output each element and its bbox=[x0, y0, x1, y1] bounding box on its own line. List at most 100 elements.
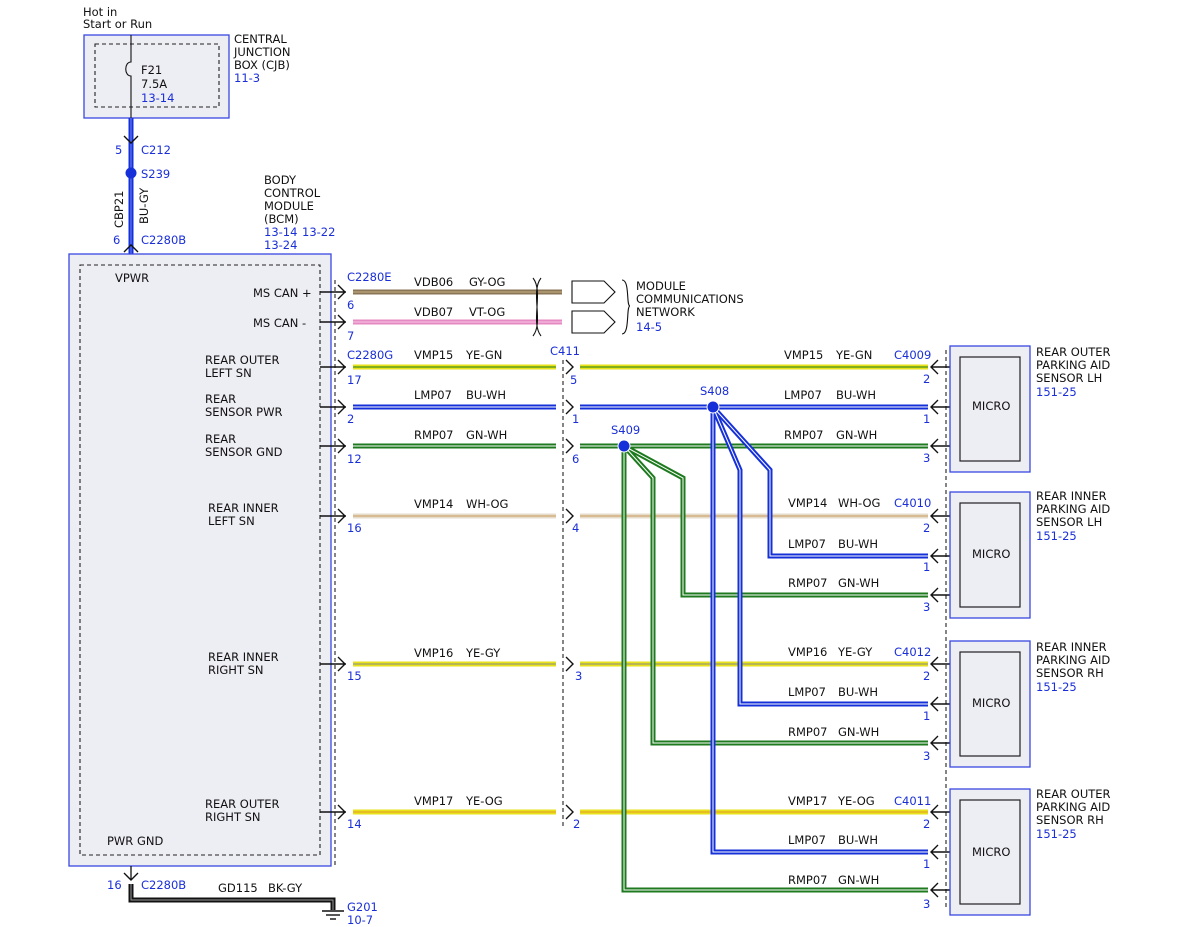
c4012-label[interactable]: C4012 bbox=[894, 645, 931, 659]
bcm-ms-can-plus: MS CAN + bbox=[253, 286, 312, 300]
fuse-ref[interactable]: 13-14 bbox=[141, 91, 174, 105]
s408-splice-dot bbox=[706, 400, 720, 414]
s4-pin-sig: 2 bbox=[923, 817, 930, 831]
vdb06-label: VDB06 bbox=[414, 275, 453, 289]
c411-pin-rir: 3 bbox=[575, 669, 582, 683]
cbp21-color: BU-GY bbox=[137, 187, 151, 224]
sensor-2-ref[interactable]: 151-25 bbox=[1036, 529, 1077, 543]
cjb-name-2: JUNCTION bbox=[233, 45, 291, 59]
network-ref[interactable]: 14-5 bbox=[636, 320, 662, 334]
bcm-ror-1: REAR OUTER bbox=[205, 797, 280, 811]
vmp17-color-b: YE-OG bbox=[837, 794, 875, 808]
c411-label[interactable]: C411 bbox=[550, 344, 580, 358]
s408-label[interactable]: S408 bbox=[700, 384, 729, 398]
vdb07-color: VT-OG bbox=[469, 305, 505, 319]
sensor-3-ref[interactable]: 151-25 bbox=[1036, 680, 1077, 694]
c4010-label[interactable]: C4010 bbox=[894, 496, 931, 510]
bcm-pin-rsg: 12 bbox=[347, 452, 362, 466]
vmp16-label-b: VMP16 bbox=[788, 645, 827, 659]
bcm-pwr-gnd: PWR GND bbox=[107, 834, 163, 848]
c411-pin-ril: 4 bbox=[572, 521, 579, 535]
s409-splice-dot bbox=[617, 439, 631, 453]
c411-pin-ror: 2 bbox=[573, 817, 580, 831]
vmp14-label-b: VMP14 bbox=[788, 496, 827, 510]
s239-splice-dot bbox=[125, 167, 137, 179]
sensor-4-name-2: PARKING AID bbox=[1036, 800, 1110, 814]
sensor-4-ref[interactable]: 151-25 bbox=[1036, 827, 1077, 841]
sensor-2-name-3: SENSOR LH bbox=[1036, 515, 1102, 529]
vmp17-label-a: VMP17 bbox=[414, 794, 453, 808]
bcm-rsp-2: SENSOR PWR bbox=[205, 405, 282, 419]
cjb-ref[interactable]: 11-3 bbox=[234, 71, 260, 85]
bcm-vpwr-arrow-icon bbox=[123, 244, 139, 253]
bcm-inner bbox=[79, 264, 321, 856]
bcm-ref-1[interactable]: 13-14 bbox=[264, 225, 297, 239]
rmp07-color-b: GN-WH bbox=[836, 428, 877, 442]
cjb-inner bbox=[94, 43, 220, 108]
bcm-ref-3[interactable]: 13-24 bbox=[264, 238, 297, 252]
sensor-3-name-1: REAR INNER bbox=[1036, 640, 1107, 654]
c411-pin-rol: 5 bbox=[570, 373, 577, 387]
bcm-ref-2[interactable]: 13-22 bbox=[302, 225, 335, 239]
bcm-ror-2: RIGHT SN bbox=[205, 810, 261, 824]
rmp07-color-e: GN-WH bbox=[838, 873, 879, 887]
rmp07-label-d: RMP07 bbox=[788, 725, 827, 739]
bcm-vpwr: VPWR bbox=[115, 271, 149, 285]
c4011-label[interactable]: C4011 bbox=[894, 794, 931, 808]
bcm-name-2: CONTROL bbox=[264, 186, 321, 200]
gnd-pin: 16 bbox=[107, 878, 122, 892]
vmp16-color-b: YE-GY bbox=[837, 645, 873, 659]
network-line-2: COMMUNICATIONS bbox=[636, 292, 744, 306]
c4009-label[interactable]: C4009 bbox=[894, 348, 931, 362]
s4-pin-pwr: 1 bbox=[923, 857, 930, 871]
s2-pin-sig: 2 bbox=[923, 521, 930, 535]
sensor-3-micro: MICRO bbox=[972, 696, 1010, 710]
s239-label[interactable]: S239 bbox=[141, 167, 170, 181]
sensor-rear-outer-lh: MICRO REAR OUTER PARKING AID SENSOR LH 1… bbox=[949, 345, 1111, 473]
c2280e-label[interactable]: C2280E bbox=[347, 270, 392, 284]
c411-pin-rsg: 6 bbox=[572, 452, 579, 466]
rmp07-label-a: RMP07 bbox=[414, 428, 453, 442]
bcm-ril-2: LEFT SN bbox=[208, 514, 255, 528]
bcm-rsp-1: REAR bbox=[205, 392, 236, 406]
vmp15-label-a: VMP15 bbox=[414, 348, 453, 362]
vmp16-label-a: VMP16 bbox=[414, 646, 453, 660]
bcm-rsg-1: REAR bbox=[205, 432, 236, 446]
bcm-rsg-2: SENSOR GND bbox=[205, 445, 283, 459]
lmp07-color-c: BU-WH bbox=[838, 537, 878, 551]
bcm-rol-2: LEFT SN bbox=[205, 366, 252, 380]
g201-label[interactable]: G201 bbox=[347, 900, 378, 914]
sensor-4-micro: MICRO bbox=[972, 845, 1010, 859]
sensor-rear-inner-rh: MICRO REAR INNER PARKING AID SENSOR RH 1… bbox=[949, 640, 1110, 768]
wire-rmp07-branches[interactable] bbox=[580, 443, 928, 893]
vmp17-color-a: YE-OG bbox=[465, 794, 503, 808]
gd115-color: BK-GY bbox=[268, 881, 303, 895]
network-line-3: NETWORK bbox=[636, 305, 695, 319]
c2280g-label[interactable]: C2280G bbox=[347, 348, 393, 362]
sensor-1-ref[interactable]: 151-25 bbox=[1036, 385, 1077, 399]
g201-ref[interactable]: 10-7 bbox=[347, 913, 373, 927]
bcm-vpwr-conn[interactable]: C2280B bbox=[141, 233, 186, 247]
vdb06-color: GY-OG bbox=[469, 275, 505, 289]
vmp14-color-b: WH-OG bbox=[838, 496, 880, 510]
bcm-pin-ril: 16 bbox=[347, 521, 362, 535]
wire-lmp07-branches[interactable] bbox=[580, 404, 928, 855]
s409-label[interactable]: S409 bbox=[611, 423, 640, 437]
vdb07-label: VDB07 bbox=[414, 305, 453, 319]
bcm-pin-rol: 17 bbox=[347, 373, 362, 387]
twisted-pair-icon bbox=[532, 277, 542, 337]
bcm-name-4: (BCM) bbox=[264, 212, 299, 226]
c212-pin: 5 bbox=[115, 143, 122, 157]
sensor-2-name-1: REAR INNER bbox=[1036, 489, 1107, 503]
sensor-1-name-2: PARKING AID bbox=[1036, 358, 1110, 372]
vmp15-color-b: YE-GN bbox=[835, 348, 872, 362]
bcm-rol-1: REAR OUTER bbox=[205, 353, 280, 367]
gnd-conn[interactable]: C2280B bbox=[141, 878, 186, 892]
c212-label[interactable]: C212 bbox=[141, 143, 171, 157]
connector-arrows bbox=[320, 359, 574, 820]
can-minus-arrow-icon bbox=[320, 314, 346, 330]
can-minus-pin: 7 bbox=[347, 329, 354, 343]
rmp07-label-b: RMP07 bbox=[784, 428, 823, 442]
lmp07-label-d: LMP07 bbox=[788, 685, 826, 699]
